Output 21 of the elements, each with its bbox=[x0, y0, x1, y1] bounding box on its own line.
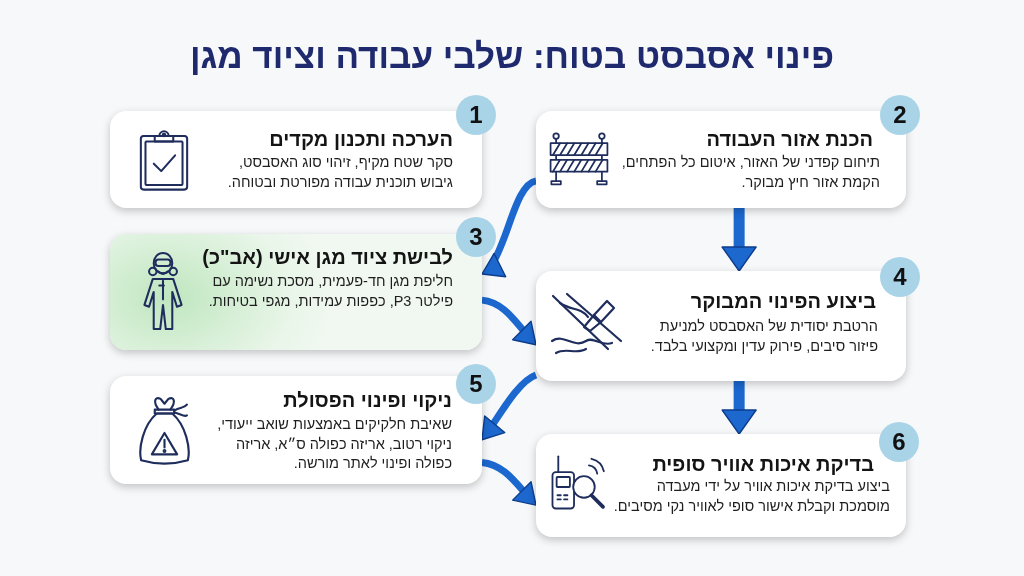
card-heading: לבישת ציוד מגן אישי (אב"כ) bbox=[202, 245, 453, 269]
card-text: ביצוע בדיקת איכות אוויר על ידי מעבדה מוסמכת וקבלת אישור סופי לאוויר נקי מסיבים. bbox=[612, 477, 890, 516]
card-text: שאיבת חלקיקים באמצעות שואב ייעודי, ניקוי רטוב, אריזה כפולה ס״א, אריזה כפולה ופינוי לאתר מורשה. bbox=[216, 415, 452, 473]
number-badge: 6 bbox=[879, 422, 919, 462]
title: פינוי אסבסט בטוח: שלבי עבודה וציוד מגן bbox=[189, 36, 835, 77]
number-badge: 3 bbox=[456, 217, 496, 257]
card-heading: הכנת אזור העבודה bbox=[706, 127, 873, 151]
card-text: תיחום קפדני של האזור, איטום כל הפתחים, הקמת אזור חיץ מבוקר. bbox=[620, 153, 880, 192]
card-text: הרטבת יסודית של האסבסט למניעת פיזור סיבים, פירוק עדין ומקצועי בלבד. bbox=[649, 317, 878, 356]
card-heading: ביצוע הפינוי המבוקר bbox=[690, 289, 876, 313]
card-heading: ניקוי ופינוי הפסולת bbox=[283, 388, 452, 412]
card-heading: בדיקת איכות אוויר סופית bbox=[652, 452, 874, 476]
arrow bbox=[721, 381, 757, 435]
arrow bbox=[721, 208, 757, 272]
number-badge: 2 bbox=[880, 95, 920, 135]
number-badge: 5 bbox=[456, 364, 496, 404]
card-text: חליפת מגן חד-פעמית, מסכת נשימה עם פילטר P3, כפפות עמידות, מגפי בטיחות. bbox=[208, 272, 453, 311]
number-badge: 1 bbox=[456, 95, 496, 135]
number-badge: 4 bbox=[880, 257, 920, 297]
card-text: סקר שטח מקיף, זיהוי סוג האסבסט, גיבוש תוכנית עבודה מפורטת ובטוחה. bbox=[226, 153, 453, 192]
card-heading: הערכה ותכנון מקדים bbox=[269, 127, 453, 151]
